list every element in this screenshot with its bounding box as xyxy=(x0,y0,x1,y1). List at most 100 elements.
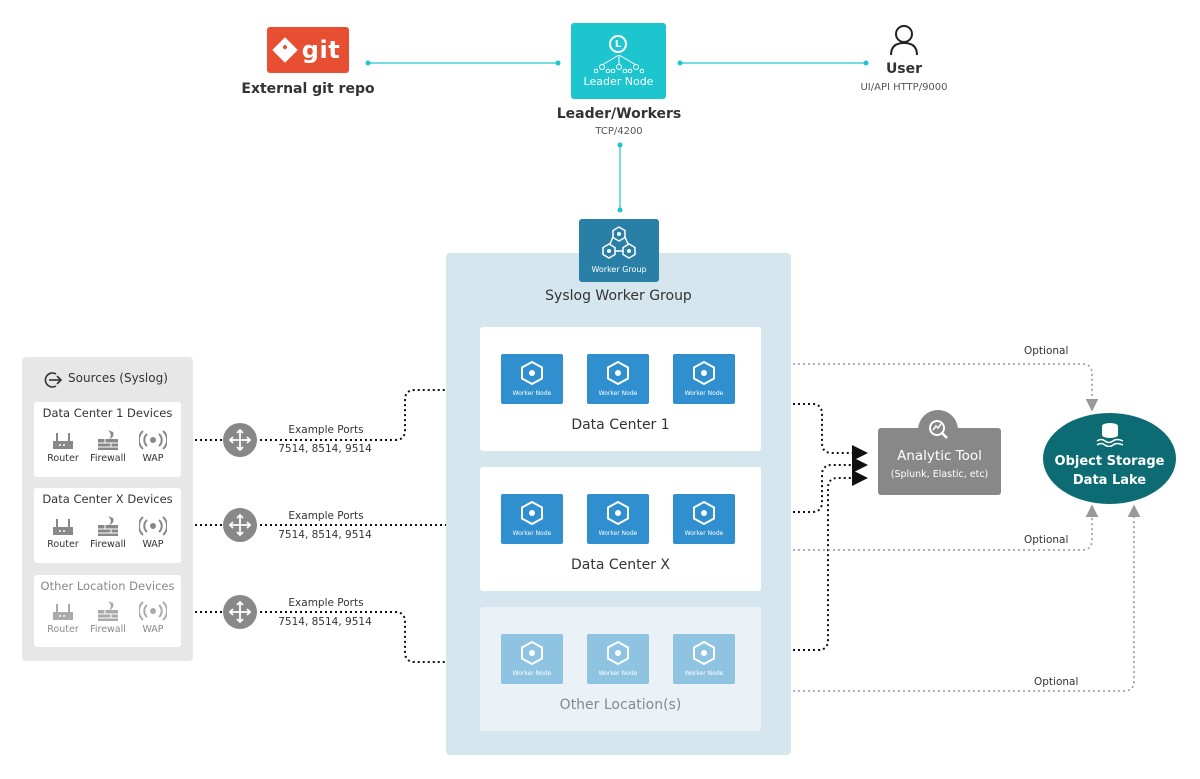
object-storage-line2: Data Lake xyxy=(1072,473,1147,488)
worker-node: Worker Node xyxy=(501,494,563,544)
data-center-1-title: Data Center 1 xyxy=(571,417,670,433)
worker-node-label: Worker Node xyxy=(512,390,552,397)
worker-group-box: Worker Group xyxy=(579,219,659,282)
worker-node: Worker Node xyxy=(587,634,649,684)
analytic-subtitle: (Splunk, Elastic, etc) xyxy=(890,469,989,480)
device-label: WAP xyxy=(142,453,164,464)
firewall-device: Firewall xyxy=(88,515,128,550)
firewall-device: Firewall xyxy=(88,600,128,635)
leader-node-label: Leader Node xyxy=(583,75,654,88)
worker-node-icon xyxy=(693,641,715,665)
leader-port: TCP/4200 xyxy=(595,126,643,137)
device-group-other: Other Location Devices Router Firewall W… xyxy=(34,575,181,647)
hierarchy-icon xyxy=(594,55,644,73)
wap-icon xyxy=(139,430,167,450)
data-center-1-panel: Worker Node Worker Node Worker Node Data… xyxy=(480,327,761,451)
git-label: External git repo xyxy=(241,81,375,97)
analytics-search-icon xyxy=(929,420,948,439)
device-label: WAP xyxy=(142,539,164,550)
router-device: Router xyxy=(43,600,83,635)
device-label: Firewall xyxy=(90,539,126,550)
ports-value-3: 7514, 8514, 9514 xyxy=(278,616,372,628)
firewall-device: Firewall xyxy=(88,429,128,464)
ports-value-1: 7514, 8514, 9514 xyxy=(278,443,372,455)
analytic-tool-box: Analytic Tool (Splunk, Elastic, etc) xyxy=(878,410,1001,495)
ports-value-2: 7514, 8514, 9514 xyxy=(278,529,372,541)
source-exit-icon xyxy=(44,372,62,388)
analytic-badge xyxy=(918,410,958,450)
firewall-icon xyxy=(98,601,118,621)
worker-node-label: Worker Node xyxy=(684,530,724,537)
git-logo-text: git xyxy=(301,36,341,64)
worker-node: Worker Node xyxy=(501,354,563,404)
optional-label-2: Optional xyxy=(1024,534,1069,546)
data-center-x-title: Data Center X xyxy=(570,557,671,573)
worker-group-icon xyxy=(602,226,636,259)
device-label: Router xyxy=(47,624,79,635)
git-diamond-icon xyxy=(272,37,298,63)
other-location-panel: Worker Node Worker Node Worker Node Othe… xyxy=(480,607,761,731)
device-label: Firewall xyxy=(90,453,126,464)
worker-node-icon xyxy=(693,361,715,385)
wap-icon xyxy=(139,516,167,536)
worker-node-icon xyxy=(521,501,543,525)
ports-label-1: Example Ports xyxy=(288,424,364,436)
worker-node: Worker Node xyxy=(587,494,649,544)
worker-node-label: Worker Node xyxy=(598,530,638,537)
leader-node-box: L Leader Node xyxy=(571,23,666,99)
worker-node-icon xyxy=(607,501,629,525)
worker-node-label: Worker Node xyxy=(512,530,552,537)
device-label: Router xyxy=(47,539,79,550)
object-storage-ellipse: Object Storage Data Lake xyxy=(1043,413,1176,504)
device-group-title: Data Center 1 Devices xyxy=(42,406,173,420)
git-logo: git xyxy=(267,27,349,73)
worker-node-label: Worker Node xyxy=(684,390,724,397)
router-icon xyxy=(53,604,73,620)
device-group-title: Data Center X Devices xyxy=(42,492,173,506)
syslog-worker-group-title: Syslog Worker Group xyxy=(545,288,692,304)
worker-node: Worker Node xyxy=(673,494,735,544)
firewall-icon xyxy=(98,430,118,450)
worker-node: Worker Node xyxy=(673,354,735,404)
wap-device: WAP xyxy=(133,600,173,635)
worker-node-icon xyxy=(693,501,715,525)
user-icon xyxy=(890,25,918,56)
worker-node-label: Worker Node xyxy=(598,390,638,397)
wap-device: WAP xyxy=(133,515,173,550)
object-storage-line1: Object Storage xyxy=(1054,454,1165,469)
network-router-icon xyxy=(223,595,257,629)
database-icon xyxy=(1096,423,1124,447)
ports-label-3: Example Ports xyxy=(288,597,364,609)
optional-label-3: Optional xyxy=(1034,676,1079,688)
user-port: UI/API HTTP/9000 xyxy=(860,82,948,93)
worker-node-icon xyxy=(521,361,543,385)
router-icon xyxy=(53,433,73,449)
router-device: Router xyxy=(43,429,83,464)
worker-node: Worker Node xyxy=(501,634,563,684)
device-label: Router xyxy=(47,453,79,464)
router-device: Router xyxy=(43,515,83,550)
worker-node: Worker Node xyxy=(587,354,649,404)
device-label: Firewall xyxy=(90,624,126,635)
network-router-icon xyxy=(223,423,257,457)
worker-node-icon xyxy=(607,361,629,385)
firewall-icon xyxy=(98,516,118,536)
device-group-dc1: Data Center 1 Devices Router Firewall WA… xyxy=(34,402,181,477)
worker-node-label: Worker Node xyxy=(598,670,638,677)
wap-device: WAP xyxy=(133,429,173,464)
user-title: User xyxy=(885,61,923,77)
worker-node-label: Worker Node xyxy=(512,670,552,677)
sources-panel: Sources (Syslog) Data Center 1 Devices R… xyxy=(22,357,193,661)
worker-group-label: Worker Group xyxy=(591,265,647,274)
optional-flow-1 xyxy=(768,363,1099,412)
worker-node: Worker Node xyxy=(673,634,735,684)
device-label: WAP xyxy=(142,624,164,635)
leader-initial: L xyxy=(609,35,627,53)
optional-flow-3 xyxy=(768,504,1141,692)
network-router-icon xyxy=(223,508,257,542)
worker-node-icon xyxy=(607,641,629,665)
optional-label-1: Optional xyxy=(1024,345,1069,357)
sources-title: Sources (Syslog) xyxy=(68,371,168,385)
device-group-title: Other Location Devices xyxy=(40,579,175,593)
